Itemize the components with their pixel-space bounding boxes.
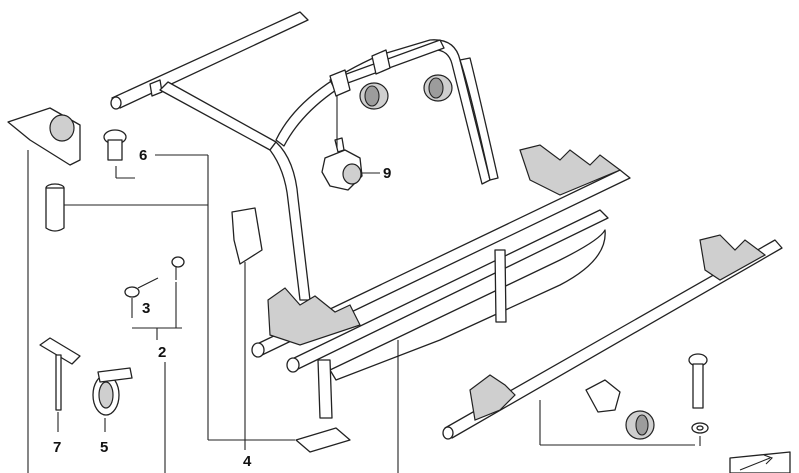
callout-3: 3 xyxy=(142,300,150,317)
lower-carrier xyxy=(251,144,631,419)
callout-7: 7 xyxy=(53,439,61,456)
light-housing-part xyxy=(7,107,81,166)
bracket-part-4 xyxy=(231,207,351,453)
clamp-right xyxy=(585,379,655,440)
knob-clamp-part-9 xyxy=(321,137,363,191)
strap-part-5 xyxy=(92,367,133,416)
bolt-right xyxy=(688,353,709,434)
callout-9: 9 xyxy=(383,165,391,182)
corner-reference-icon xyxy=(729,451,791,473)
upper-clamps xyxy=(329,49,453,110)
leader-lines xyxy=(27,150,701,473)
screw-part-6 xyxy=(103,129,127,161)
key-part-3 xyxy=(124,256,185,298)
callout-6: 6 xyxy=(139,147,147,164)
sleeve-part xyxy=(45,183,65,232)
callout-2: 2 xyxy=(158,344,166,361)
callout-5: 5 xyxy=(100,439,108,456)
tool-part-7 xyxy=(39,337,81,411)
additional-rail xyxy=(442,234,783,440)
callout-4: 4 xyxy=(243,453,252,470)
